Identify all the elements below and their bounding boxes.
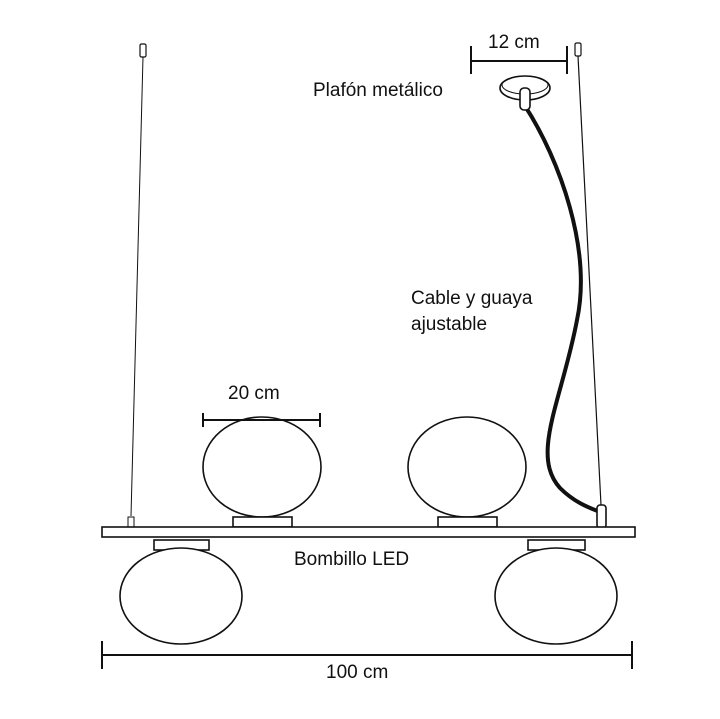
- right-wire: [574, 42, 602, 506]
- cable-label-line1: Cable y guaya: [411, 288, 533, 309]
- dimension-20cm: [202, 413, 321, 427]
- power-cable: [523, 104, 601, 514]
- globe-cap: [232, 516, 293, 528]
- globe-bottom-left: [119, 547, 243, 645]
- globe-width-label: 20 cm: [228, 383, 280, 404]
- cable-label-line2: ajustable: [411, 314, 488, 335]
- bulb-label: Bombillo LED: [294, 549, 410, 570]
- canopy-stem: [519, 87, 531, 111]
- globe-bottom-right: [494, 547, 618, 645]
- dimension-100cm: [101, 641, 633, 669]
- dimension-12cm: [470, 46, 568, 74]
- lamp-bar: [101, 526, 636, 538]
- globe-top-right: [407, 416, 527, 518]
- canopy-label: Plafón metálico: [313, 80, 443, 101]
- cable-clamp: [596, 504, 607, 529]
- total-width-label: 100 cm: [326, 662, 389, 683]
- globe-cap: [437, 516, 498, 528]
- canopy-width-label: 12 cm: [488, 32, 540, 53]
- left-wire: [127, 43, 147, 528]
- globe-top-left: [202, 416, 322, 518]
